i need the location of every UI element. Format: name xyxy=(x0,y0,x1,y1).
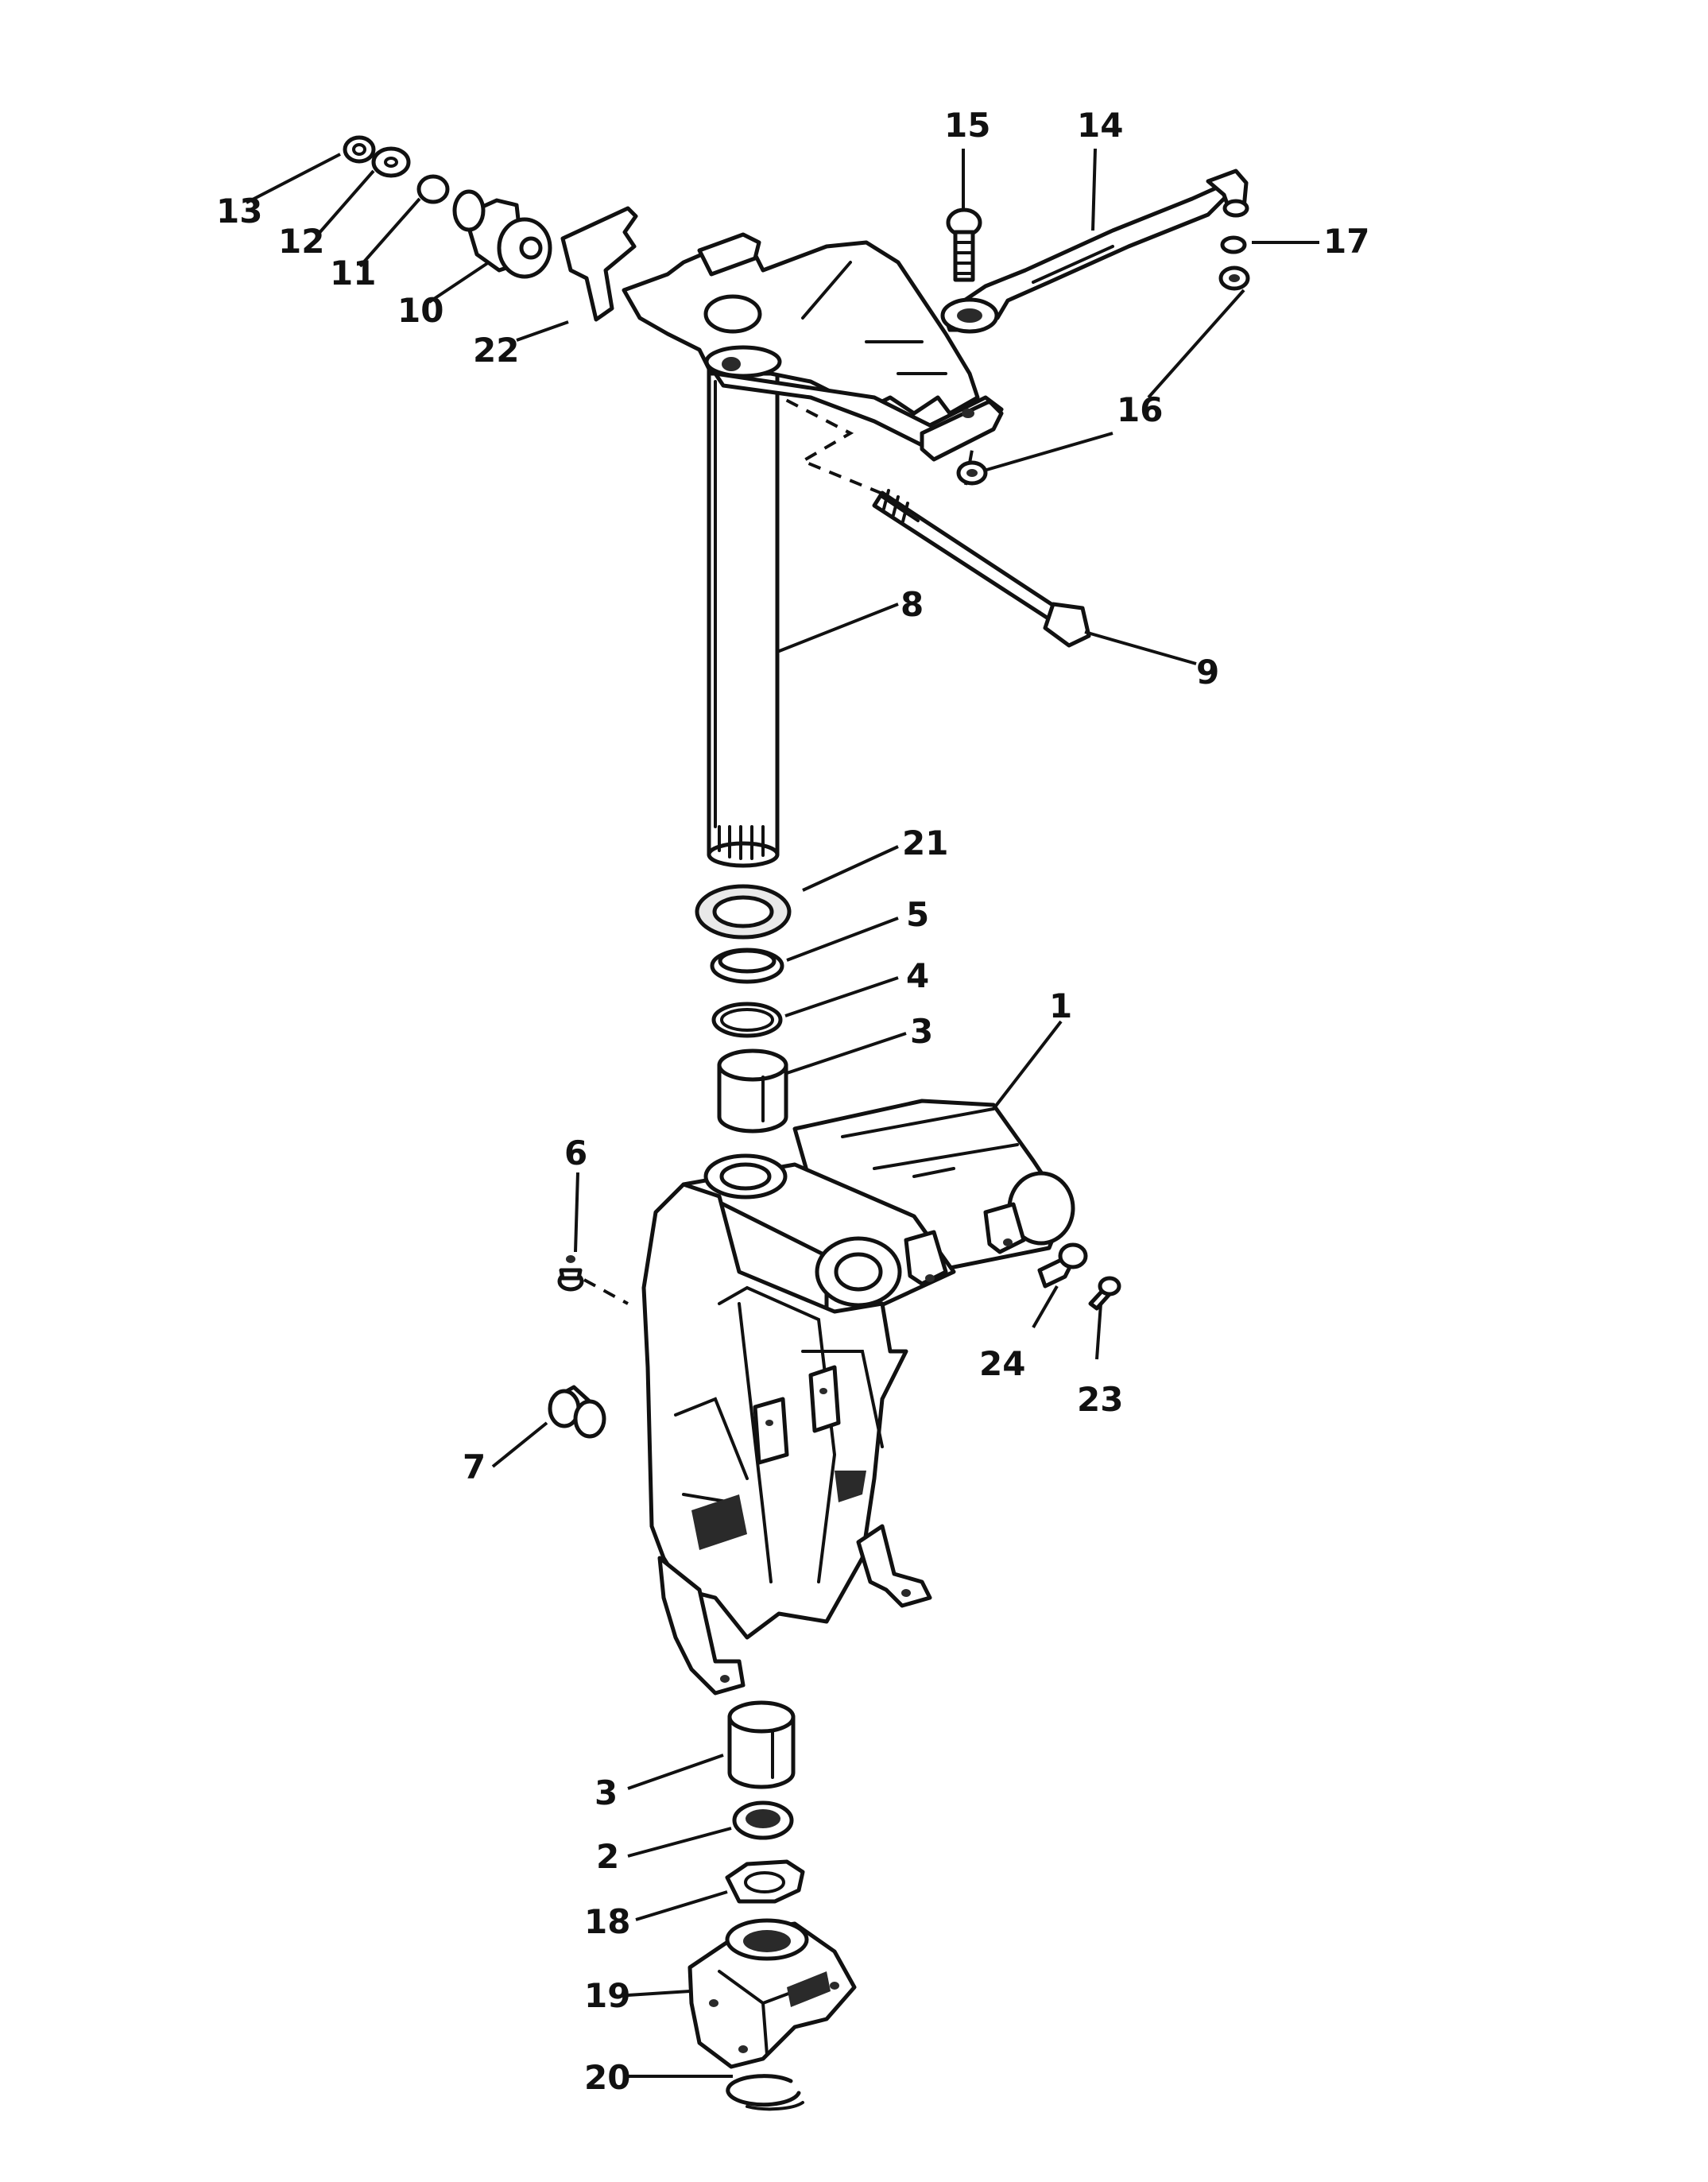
part-13-nut[interactable] xyxy=(343,135,376,164)
callout-11: 11 xyxy=(330,254,376,293)
callout-13: 13 xyxy=(216,192,262,231)
part-6-grease-fitting[interactable] xyxy=(557,1255,584,1292)
callout-10: 10 xyxy=(397,291,443,330)
part-2-seal[interactable] xyxy=(732,1800,794,1840)
part-12-washer[interactable] xyxy=(371,146,411,178)
callout-21: 21 xyxy=(902,824,948,862)
part-20-snap-ring[interactable] xyxy=(726,2074,804,2111)
part-7-bushing[interactable] xyxy=(548,1385,606,1439)
part-16-nut-lower[interactable] xyxy=(956,460,988,486)
callout-14: 14 xyxy=(1077,106,1123,145)
callout-23: 23 xyxy=(1077,1380,1123,1419)
callout-4: 4 xyxy=(906,956,929,995)
leader-lines xyxy=(246,148,1319,2078)
callout-18: 18 xyxy=(584,1902,630,1941)
part-21-washer[interactable] xyxy=(695,884,792,940)
part-24-clip[interactable] xyxy=(1037,1242,1088,1289)
part-19-yoke[interactable] xyxy=(687,1918,857,2069)
part-8-steering-tube[interactable] xyxy=(622,232,1004,868)
callout-22: 22 xyxy=(473,331,519,370)
callout-16: 16 xyxy=(1117,390,1163,429)
callout-1: 1 xyxy=(1049,986,1072,1025)
part-14-tie-bar[interactable] xyxy=(940,169,1249,334)
callout-8: 8 xyxy=(900,585,924,624)
part-15-bolt[interactable] xyxy=(946,207,982,282)
part-10-bushing[interactable] xyxy=(452,189,552,279)
part-17-washer[interactable] xyxy=(1220,235,1247,254)
part-11-ring[interactable] xyxy=(416,174,450,204)
part-22-plate[interactable] xyxy=(560,206,638,322)
callout-17: 17 xyxy=(1323,222,1369,261)
part-18-washer[interactable] xyxy=(725,1859,805,1904)
callout-24: 24 xyxy=(979,1344,1025,1383)
callout-labels: 13 12 11 10 22 15 14 17 16 8 9 21 5 4 3 … xyxy=(216,106,1369,2097)
part-16-nut-upper[interactable] xyxy=(1218,265,1250,291)
callout-7-text: 7 xyxy=(463,1448,486,1486)
callout-6: 6 xyxy=(564,1134,587,1172)
part-5-seal[interactable] xyxy=(710,948,784,984)
part-4-o-ring[interactable] xyxy=(711,1002,783,1038)
callout-3-lower: 3 xyxy=(595,1773,618,1812)
callout-19: 19 xyxy=(584,1976,630,2015)
callout-15: 15 xyxy=(944,106,990,145)
part-9-bolt[interactable] xyxy=(872,489,1091,648)
callout-20: 20 xyxy=(584,2058,630,2097)
callout-12: 12 xyxy=(278,222,324,261)
part-3-bushing-lower[interactable] xyxy=(727,1700,796,1789)
part-23-screw[interactable] xyxy=(1088,1276,1121,1311)
callout-9: 9 xyxy=(1196,653,1219,692)
callout-2: 2 xyxy=(596,1837,619,1876)
callout-3-upper: 3 xyxy=(910,1012,933,1051)
part-3-bushing-upper[interactable] xyxy=(717,1048,788,1134)
callout-5: 5 xyxy=(906,895,929,934)
part-1-swivel-bracket[interactable] xyxy=(641,1099,1075,1696)
